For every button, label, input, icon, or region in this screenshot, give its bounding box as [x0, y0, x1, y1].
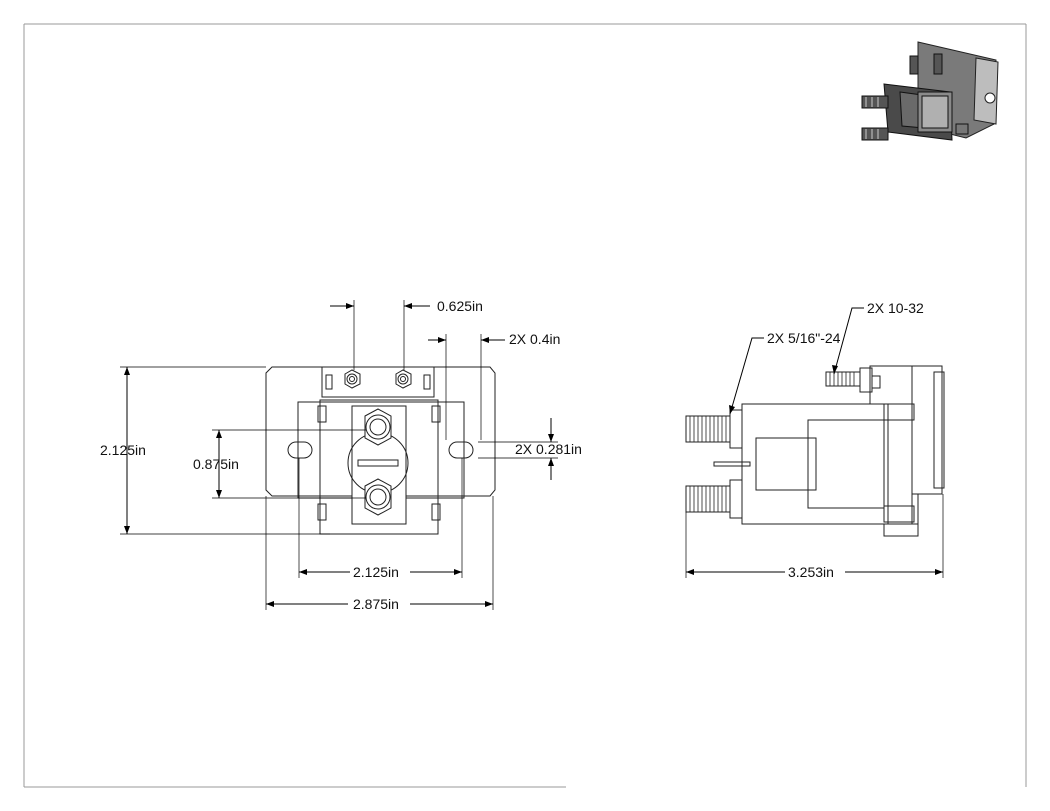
sheet-border	[23, 23, 1027, 788]
isometric-view	[861, 41, 999, 141]
callout-small-stud-thread: 2X 10-32	[867, 300, 924, 316]
dim-terminal-spacing: 0.875in	[193, 456, 239, 472]
dim-overall-width: 2.875in	[353, 596, 399, 612]
small-stud-right	[395, 369, 412, 389]
large-terminal-top	[364, 408, 392, 446]
dim-hole-diameter: 2X 0.281in	[515, 441, 582, 457]
front-view	[265, 366, 496, 535]
large-terminal-bottom	[364, 478, 392, 516]
small-stud-left	[344, 369, 361, 389]
dim-edge-offset: 2X 0.4in	[509, 331, 560, 347]
dim-overall-length: 3.253in	[788, 564, 834, 580]
dim-hole-spacing: 2.125in	[353, 564, 399, 580]
dim-overall-height: 2.125in	[100, 442, 146, 458]
side-view	[685, 365, 945, 537]
front-view-dimensions	[120, 300, 558, 610]
side-view-dimensions	[685, 307, 944, 578]
callout-large-stud-thread: 2X 5/16"-24	[767, 330, 841, 346]
dim-stud-spacing: 0.625in	[437, 298, 483, 314]
